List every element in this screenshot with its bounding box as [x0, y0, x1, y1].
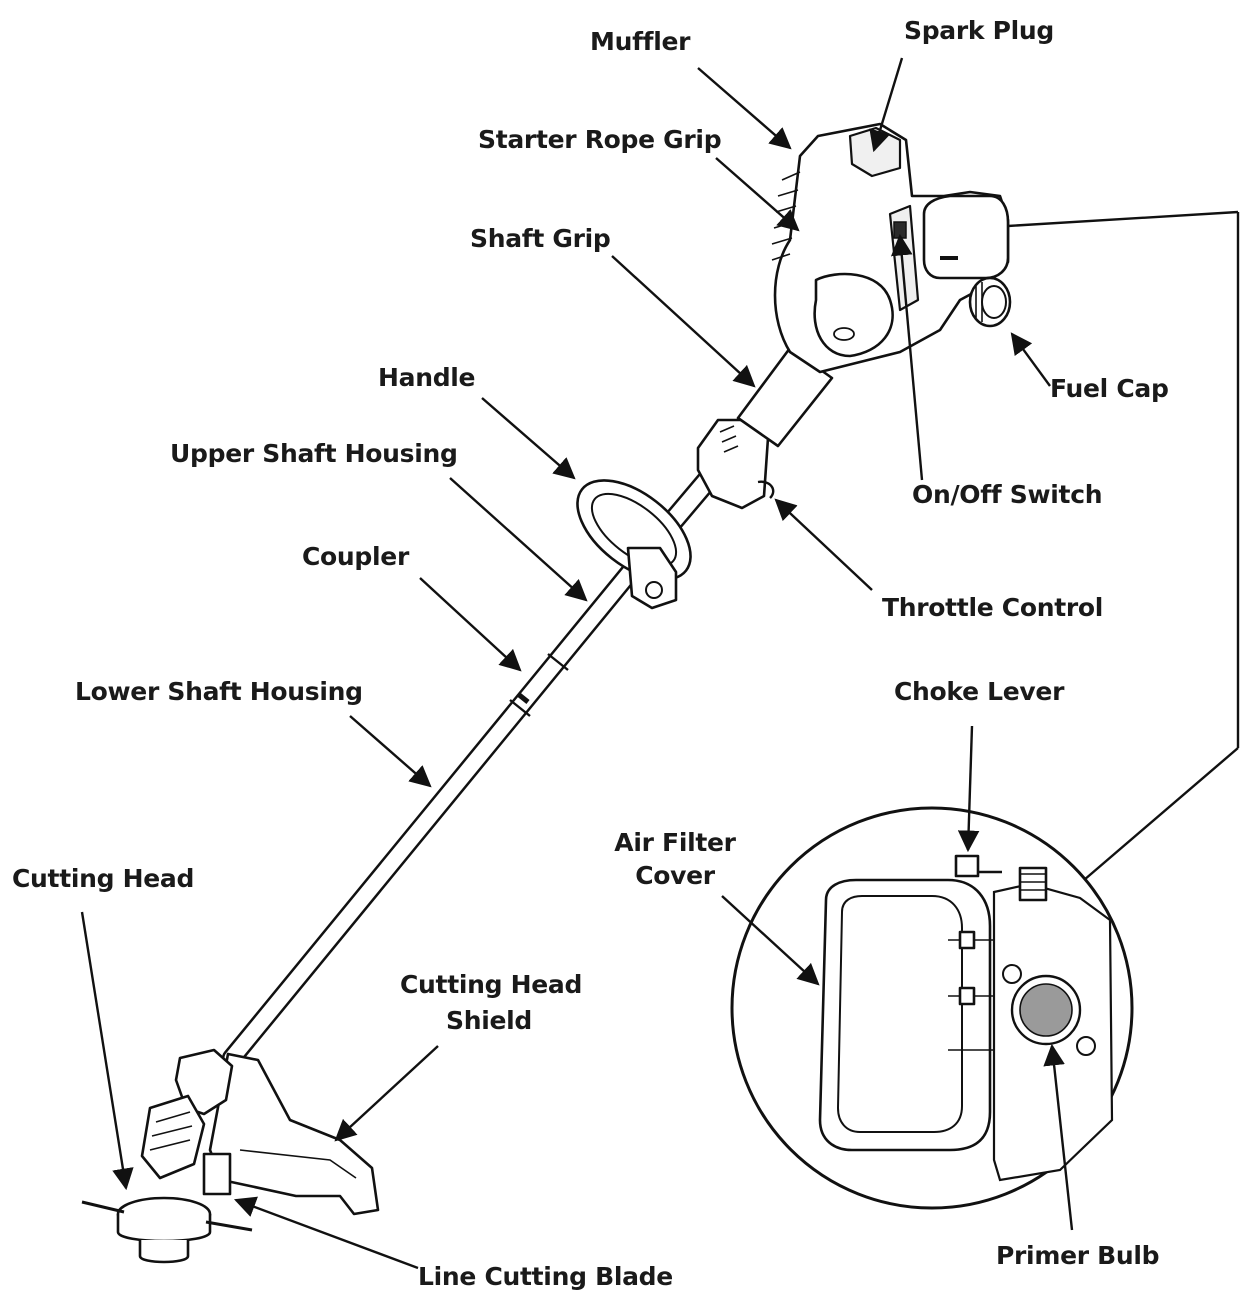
label-choke-lever: Choke Lever: [894, 677, 1065, 706]
cutting-head-assembly: [81, 1048, 380, 1264]
label-cutting-head-shield: Cutting Head Shield: [400, 970, 583, 1036]
label-line-cutting-blade: Line Cutting Blade: [418, 1262, 673, 1291]
label-cutting-head-shield-line2: Shield: [446, 1006, 532, 1035]
label-muffler: Muffler: [590, 27, 691, 56]
coupler: [509, 653, 569, 717]
label-air-filter-cover-line2: Cover: [635, 861, 715, 890]
inset-detail: [730, 210, 1240, 1210]
shaft: [222, 410, 769, 1068]
label-air-filter-cover: Air Filter Cover: [612, 828, 738, 891]
label-lower-shaft-housing: Lower Shaft Housing: [75, 677, 363, 706]
label-fuel-cap: Fuel Cap: [1050, 374, 1169, 403]
label-primer-bulb: Primer Bulb: [996, 1241, 1160, 1270]
loop-handle: [576, 479, 692, 610]
label-handle: Handle: [378, 363, 476, 392]
label-air-filter-cover-line1: Air Filter: [614, 828, 736, 857]
label-starter-rope-grip: Starter Rope Grip: [478, 125, 722, 154]
label-coupler: Coupler: [302, 542, 409, 571]
label-shaft-grip: Shaft Grip: [470, 224, 611, 253]
label-spark-plug: Spark Plug: [904, 16, 1055, 45]
engine: [771, 122, 1012, 374]
leader-lines: [80, 57, 1074, 1270]
label-cutting-head: Cutting Head: [12, 864, 195, 893]
label-upper-shaft-housing: Upper Shaft Housing: [170, 439, 458, 468]
label-on-off-switch: On/Off Switch: [912, 480, 1103, 509]
label-throttle-control: Throttle Control: [882, 593, 1104, 622]
primer-bulb-shape: [1019, 983, 1073, 1037]
throttle-housing: [696, 418, 775, 510]
shaft-grip: [736, 346, 834, 448]
label-cutting-head-shield-line1: Cutting Head: [400, 970, 583, 999]
